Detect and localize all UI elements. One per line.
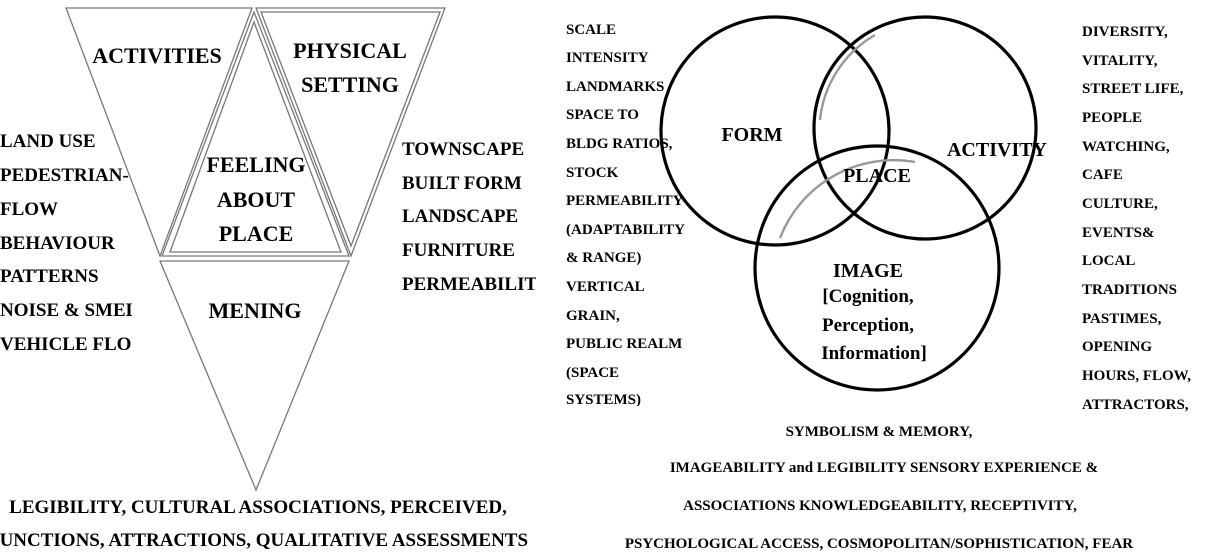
activity-list-item: STREET LIFE, xyxy=(1082,81,1184,97)
activity-list-item: CAFE xyxy=(1082,167,1123,183)
meaning-label: MENING xyxy=(209,298,302,323)
form-item: INTENSITY xyxy=(566,50,649,66)
feeling-label-2: ABOUT xyxy=(217,187,296,212)
image-list: SYMBOLISM & MEMORY, IMAGEABILITY and LEG… xyxy=(625,424,1133,552)
physical-setting-list: TOWNSCAPE BUILT FORM LANDSCAPE FURNITURE… xyxy=(402,139,551,295)
image-sub-label: Information] xyxy=(821,343,927,364)
activity-item: PEDESTRIAN- xyxy=(0,165,129,186)
setting-item: TOWNSCAPE xyxy=(402,139,524,160)
physical-setting-label-1: PHYSICAL xyxy=(293,38,407,63)
meaning-list: LEGIBILITY, CULTURAL ASSOCIATIONS, PERCE… xyxy=(0,497,528,551)
form-item: SYSTEMS) xyxy=(566,392,641,408)
activities-list: LAND USE PEDESTRIAN- FLOW BEHAVIOUR PATT… xyxy=(0,131,151,355)
activity-item: FLOW xyxy=(0,199,58,220)
form-item: LANDMARKS xyxy=(566,79,664,95)
setting-item: PERMEABILITY xyxy=(402,274,551,295)
form-item: (ADAPTABILITY xyxy=(566,222,685,238)
form-item: PUBLIC REALM xyxy=(566,336,682,352)
activity-list-item: TRADITIONS xyxy=(1082,282,1177,298)
feeling-label-1: FEELING xyxy=(206,152,305,177)
activity-item: PATTERNS xyxy=(0,266,99,287)
form-item: SCALE xyxy=(566,22,616,38)
form-item: STOCK xyxy=(566,165,619,181)
form-label: FORM xyxy=(721,124,782,146)
image-sub-label: [Cognition, xyxy=(822,286,914,307)
form-item: PERMEABILITY xyxy=(566,193,684,209)
image-list-item: PSYCHOLOGICAL ACCESS, COSMOPOLITAN/SOPHI… xyxy=(625,536,1133,552)
image-sub-label: Perception, xyxy=(822,315,914,336)
activity-list-item: DIVERSITY, xyxy=(1082,24,1168,40)
form-item: BLDG RATIOS, xyxy=(566,136,673,152)
feeling-label-3: PLACE xyxy=(219,221,294,246)
form-item: SPACE TO xyxy=(566,107,639,123)
place-label: PLACE xyxy=(843,165,911,187)
image-list-item: SYMBOLISM & MEMORY, xyxy=(786,424,973,440)
activity-item: LAND USE xyxy=(0,131,96,152)
image-label: IMAGE xyxy=(833,260,903,282)
venn-model: FORM ACTIVITY PLACE IMAGE [Cognition, Pe… xyxy=(566,15,1191,552)
activity-list-item: WATCHING, xyxy=(1082,139,1170,155)
triangle-model: ACTIVITIES PHYSICAL SETTING FEELING ABOU… xyxy=(0,7,551,551)
form-circle xyxy=(659,15,891,247)
activity-list-item: CULTURE, xyxy=(1082,196,1158,212)
physical-setting-label-2: SETTING xyxy=(301,72,399,97)
activity-list-item: HOURS, FLOW, xyxy=(1082,368,1191,384)
physical-setting-triangle xyxy=(255,7,446,258)
activity-circle xyxy=(812,15,1038,241)
activity-list-item: OPENING xyxy=(1082,339,1152,355)
image-circle xyxy=(753,144,1001,392)
form-item: GRAIN, xyxy=(566,308,620,324)
meaning-item: LEGIBILITY, CULTURAL ASSOCIATIONS, PERCE… xyxy=(9,497,507,518)
activity-list-item: PEOPLE xyxy=(1082,110,1142,126)
setting-item: LANDSCAPE xyxy=(402,206,518,227)
setting-item: FURNITURE xyxy=(402,240,515,261)
activity-list-item: EVENTS& xyxy=(1082,225,1155,241)
activity-item: BEHAVIOUR xyxy=(0,233,115,254)
meaning-triangle xyxy=(159,260,350,492)
activity-item: VEHICLE FLOW xyxy=(0,334,150,355)
activity-list: DIVERSITY, VITALITY, STREET LIFE, PEOPLE… xyxy=(1082,24,1191,413)
activity-list-item: PASTIMES, xyxy=(1082,311,1162,327)
activities-triangle xyxy=(65,7,253,258)
feeling-triangle xyxy=(161,10,350,257)
form-item: & RANGE) xyxy=(566,250,641,266)
image-list-item: IMAGEABILITY and LEGIBILITY SENSORY EXPE… xyxy=(670,460,1098,476)
form-list: SCALE INTENSITY LANDMARKS SPACE TO BLDG … xyxy=(566,22,685,408)
activity-label: ACTIVITY xyxy=(947,139,1048,161)
activity-item: NOISE & SMELL xyxy=(0,300,151,321)
form-item: VERTICAL xyxy=(566,279,645,295)
activity-list-item: VITALITY, xyxy=(1082,53,1158,69)
overlap-arc xyxy=(818,33,876,121)
form-item: (SPACE xyxy=(566,365,619,381)
meaning-item: FUNCTIONS, ATTRACTIONS, QUALITATIVE ASSE… xyxy=(0,530,528,551)
activity-list-item: ATTRACTORS, xyxy=(1082,397,1189,413)
overlap-arc xyxy=(778,158,916,239)
image-list-item: ASSOCIATIONS KNOWLEDGEABILITY, RECEPTIVI… xyxy=(683,498,1077,514)
activity-list-item: LOCAL xyxy=(1082,253,1135,269)
activities-label: ACTIVITIES xyxy=(92,43,222,68)
setting-item: BUILT FORM xyxy=(402,173,522,194)
